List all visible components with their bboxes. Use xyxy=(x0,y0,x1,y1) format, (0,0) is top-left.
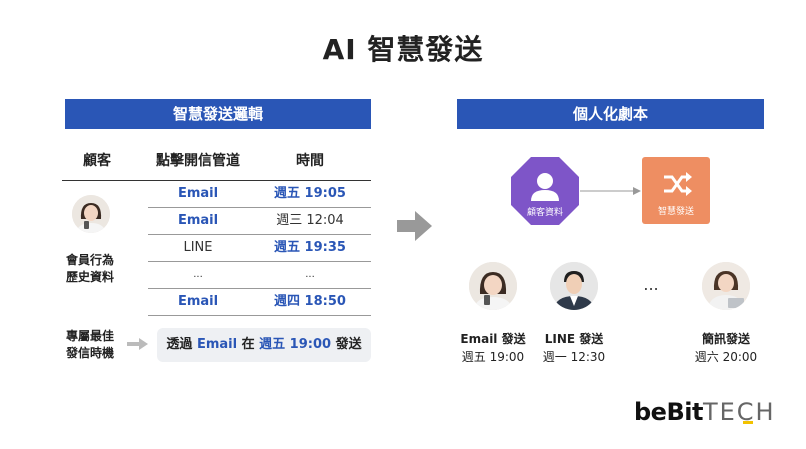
flow-arrow-icon xyxy=(397,211,432,241)
header-divider xyxy=(62,180,371,181)
woman-at-laptop-icon xyxy=(702,262,750,310)
octagon-shape xyxy=(511,157,579,225)
persona-time-email: 週五 19:00 xyxy=(461,350,525,364)
table-row: Email 週四 18:50 xyxy=(148,289,371,315)
row-channel: Email xyxy=(177,294,219,309)
row-channel: LINE xyxy=(183,240,213,255)
customer-history-label: 會員行為 歷史資料 xyxy=(65,253,114,284)
row-divider xyxy=(148,234,371,235)
smart-send-label: 智慧發送 xyxy=(657,207,694,217)
customer-avatar xyxy=(72,195,110,233)
row-channel: ... xyxy=(193,269,203,280)
row-time: ... xyxy=(305,269,315,280)
persona-ellipsis: ... xyxy=(643,275,659,294)
woman-with-phone-icon xyxy=(72,195,110,233)
send-summary: 透過 Email 在 週五 19:00 發送 xyxy=(157,328,371,362)
logic-header: 智慧發送邏輯 xyxy=(65,99,371,129)
right-arrow-icon xyxy=(127,338,148,350)
persona-channel-email: Email 發送 xyxy=(460,332,526,346)
persona-avatar-email xyxy=(469,262,517,310)
persona-time-sms: 週六 20:00 xyxy=(694,350,758,364)
table-row: Email 週三 12:04 xyxy=(148,208,371,234)
connector-arrow-icon xyxy=(580,187,641,195)
shuffle-icon xyxy=(664,172,692,196)
man-in-suit-icon xyxy=(550,262,598,310)
row-channel: Email xyxy=(177,186,219,201)
playbook-header: 個人化劇本 xyxy=(457,99,764,129)
page-title: AI 智慧發送 xyxy=(322,33,484,66)
bebit-tech-logo: beBitTECH xyxy=(634,398,776,426)
channel-table: Email 週五 19:05 Email 週三 12:04 LINE 週五 19… xyxy=(148,181,371,316)
table-row: ... ... xyxy=(148,262,371,288)
table-row: Email 週五 19:05 xyxy=(148,181,371,207)
logo-accent xyxy=(743,421,753,424)
persona-time-line: 週一 12:30 xyxy=(542,350,606,364)
column-header-customer: 顧客 xyxy=(83,153,111,169)
persona-avatar-sms xyxy=(702,262,750,310)
row-time: 週四 18:50 xyxy=(274,294,346,309)
persona-avatar-line xyxy=(550,262,598,310)
row-time: 週五 19:35 xyxy=(274,240,346,255)
best-time-label: 專屬最佳 發信時機 xyxy=(65,329,114,360)
row-divider xyxy=(148,315,371,316)
woman-with-phone-icon xyxy=(469,262,517,310)
smart-send-node: 智慧發送 xyxy=(642,157,710,224)
row-time: 週五 19:05 xyxy=(274,186,346,201)
row-channel: Email xyxy=(177,213,219,228)
row-divider xyxy=(148,288,371,289)
table-row: LINE 週五 19:35 xyxy=(148,235,371,261)
column-header-channel: 點擊開信管道 xyxy=(156,153,240,169)
persona-channel-line: LINE 發送 xyxy=(544,332,604,346)
row-time: 週三 12:04 xyxy=(276,213,344,228)
customer-data-node: 顧客資料 xyxy=(511,157,579,225)
row-divider xyxy=(148,207,371,208)
persona-channel-sms: 簡訊發送 xyxy=(701,332,750,346)
column-header-time: 時間 xyxy=(296,153,324,169)
customer-data-label: 顧客資料 xyxy=(526,208,563,218)
row-divider xyxy=(148,261,371,262)
